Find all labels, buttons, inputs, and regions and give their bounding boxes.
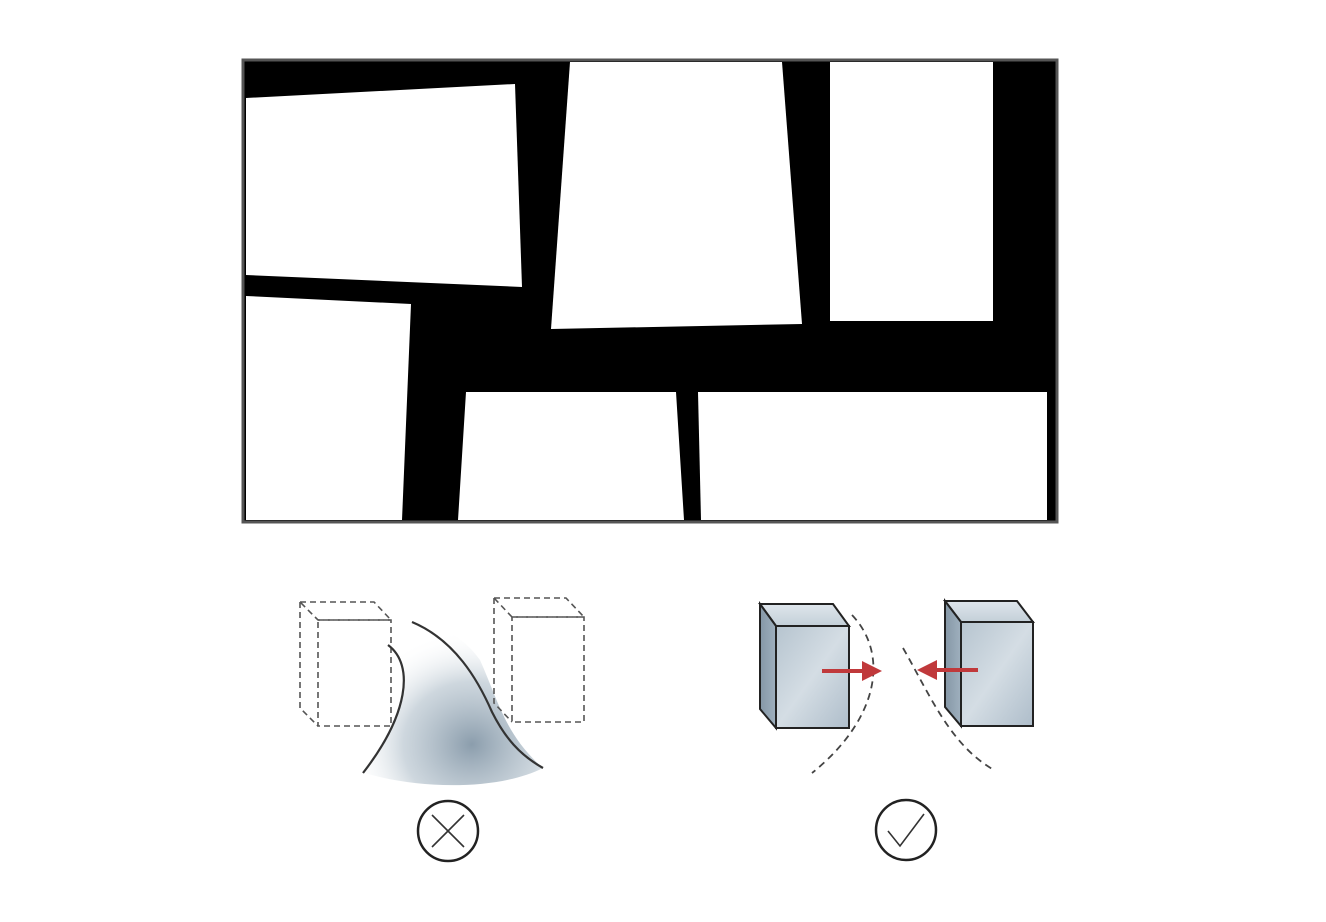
panel-1 (246, 84, 522, 287)
panel-3 (830, 62, 993, 321)
curve-left (362, 644, 405, 774)
correct-example (758, 598, 1036, 774)
solid-box-left (758, 600, 851, 731)
incorrect-example (298, 597, 586, 786)
panel-4 (246, 296, 411, 520)
check-circle-icon (874, 798, 938, 862)
shaded-region (365, 622, 543, 786)
layout-frame (241, 58, 1059, 524)
dashed-box-left (298, 601, 393, 727)
panel-5 (458, 392, 684, 520)
solid-box-right (942, 598, 1036, 729)
panel-6 (698, 392, 1047, 520)
arrow-right (822, 661, 882, 681)
dashed-box-right (492, 597, 586, 723)
dashed-curve-right (902, 647, 995, 771)
curve-right (411, 620, 544, 769)
arrow-left (917, 660, 978, 680)
panel-layout (241, 58, 1059, 524)
panel-2 (551, 62, 802, 329)
cross-circle-icon (416, 799, 480, 863)
